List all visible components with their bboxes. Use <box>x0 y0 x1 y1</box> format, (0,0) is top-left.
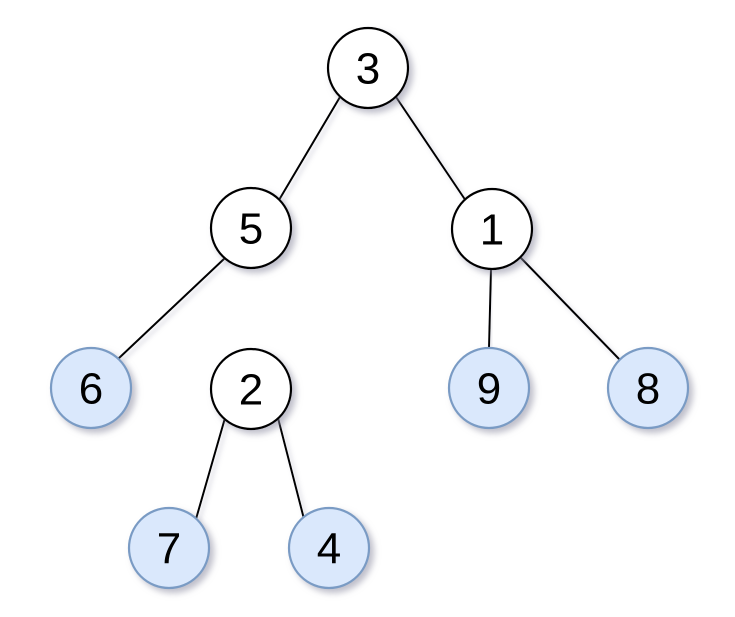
node-circle-9 <box>447 346 531 430</box>
tree-node-4[interactable]: 4 <box>287 506 371 590</box>
tree-node-7[interactable]: 7 <box>127 506 211 590</box>
tree-node-6[interactable]: 6 <box>49 346 133 430</box>
node-label-2: 2 <box>239 366 263 415</box>
node-circle-4 <box>287 506 371 590</box>
node-circle-8 <box>606 346 690 430</box>
node-circle-1 <box>450 187 534 271</box>
nodes-layer: 3 5 1 6 2 9 8 7 4 <box>49 26 690 590</box>
tree-edge-3-1 <box>395 96 467 202</box>
node-label-5: 5 <box>239 205 263 254</box>
tree-edge-1-8 <box>519 256 621 361</box>
tree-node-5[interactable]: 5 <box>209 186 293 270</box>
node-label-1: 1 <box>480 206 504 255</box>
edges-layer <box>117 96 621 520</box>
node-circle-6 <box>49 346 133 430</box>
tree-edge-5-6 <box>117 257 226 360</box>
node-label-4: 4 <box>317 525 341 574</box>
node-label-9: 9 <box>477 365 501 414</box>
tree-edge-1-9 <box>488 268 492 349</box>
tree-node-8[interactable]: 8 <box>606 346 690 430</box>
tree-node-9[interactable]: 9 <box>447 346 531 430</box>
tree-node-2[interactable]: 2 <box>209 347 293 431</box>
node-circle-5 <box>209 186 293 270</box>
tree-node-1[interactable]: 1 <box>450 187 534 271</box>
node-label-7: 7 <box>157 525 181 574</box>
node-label-3: 3 <box>356 45 380 94</box>
node-circle-3 <box>326 26 410 110</box>
tree-node-3[interactable]: 3 <box>326 26 410 110</box>
node-label-8: 8 <box>636 365 660 414</box>
tree-edge-2-7 <box>195 417 226 520</box>
node-label-6: 6 <box>79 365 103 414</box>
node-circle-2 <box>209 347 293 431</box>
tree-edge-3-5 <box>278 96 341 201</box>
node-circle-7 <box>127 506 211 590</box>
tree-edge-2-4 <box>277 417 305 520</box>
